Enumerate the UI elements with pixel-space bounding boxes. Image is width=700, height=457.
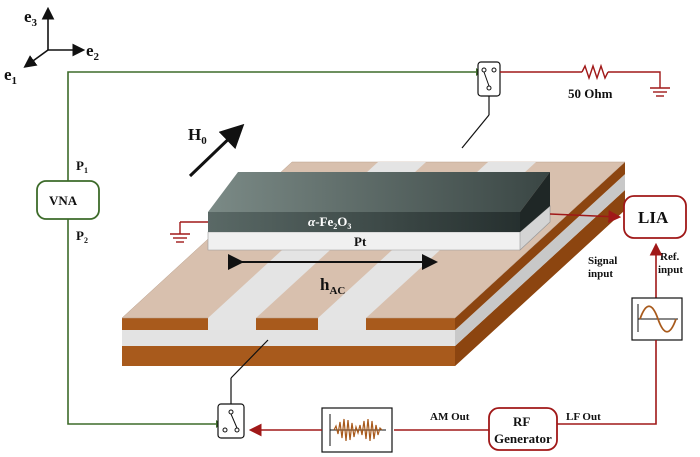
coordinate-axes: e3 e2 e1: [4, 6, 100, 87]
pt-label: Pt: [354, 234, 367, 249]
axis-e1-label: e1: [4, 65, 17, 87]
rf-generator-block: RF Generator AM Out LF Out: [430, 407, 601, 451]
h0-label: H0: [188, 125, 207, 147]
sample-ground: [170, 221, 208, 243]
am-out-label: AM Out: [430, 411, 470, 423]
sample-block: α-Fe2O3 Pt: [207, 172, 551, 251]
am-signal-box: [321, 407, 393, 453]
top-switch: [461, 61, 501, 149]
ref-input-label: Ref.input: [658, 251, 683, 276]
vna-label: VNA: [49, 193, 78, 208]
generator-label: Generator: [494, 431, 552, 446]
vna-port-2: P2: [76, 228, 88, 245]
resistor-50ohm: 50 Ohm: [500, 63, 670, 101]
hac-field: hAC: [228, 254, 438, 297]
rf-label: RF: [513, 414, 530, 429]
vna-port-1: P1: [76, 158, 88, 175]
film-label: α-Fe2O3: [308, 214, 351, 231]
lia-label: LIA: [638, 208, 669, 227]
lf-signal-box: [631, 297, 683, 341]
hac-label: hAC: [320, 275, 345, 297]
vna-wiring: [67, 71, 476, 425]
h0-field: H0: [188, 123, 245, 178]
axis-e2-label: e2: [86, 41, 100, 63]
resistor-label: 50 Ohm: [568, 86, 613, 101]
lf-out-label: LF Out: [566, 411, 601, 423]
axis-e3-label: e3: [24, 7, 38, 29]
bottom-switch: [217, 339, 269, 439]
